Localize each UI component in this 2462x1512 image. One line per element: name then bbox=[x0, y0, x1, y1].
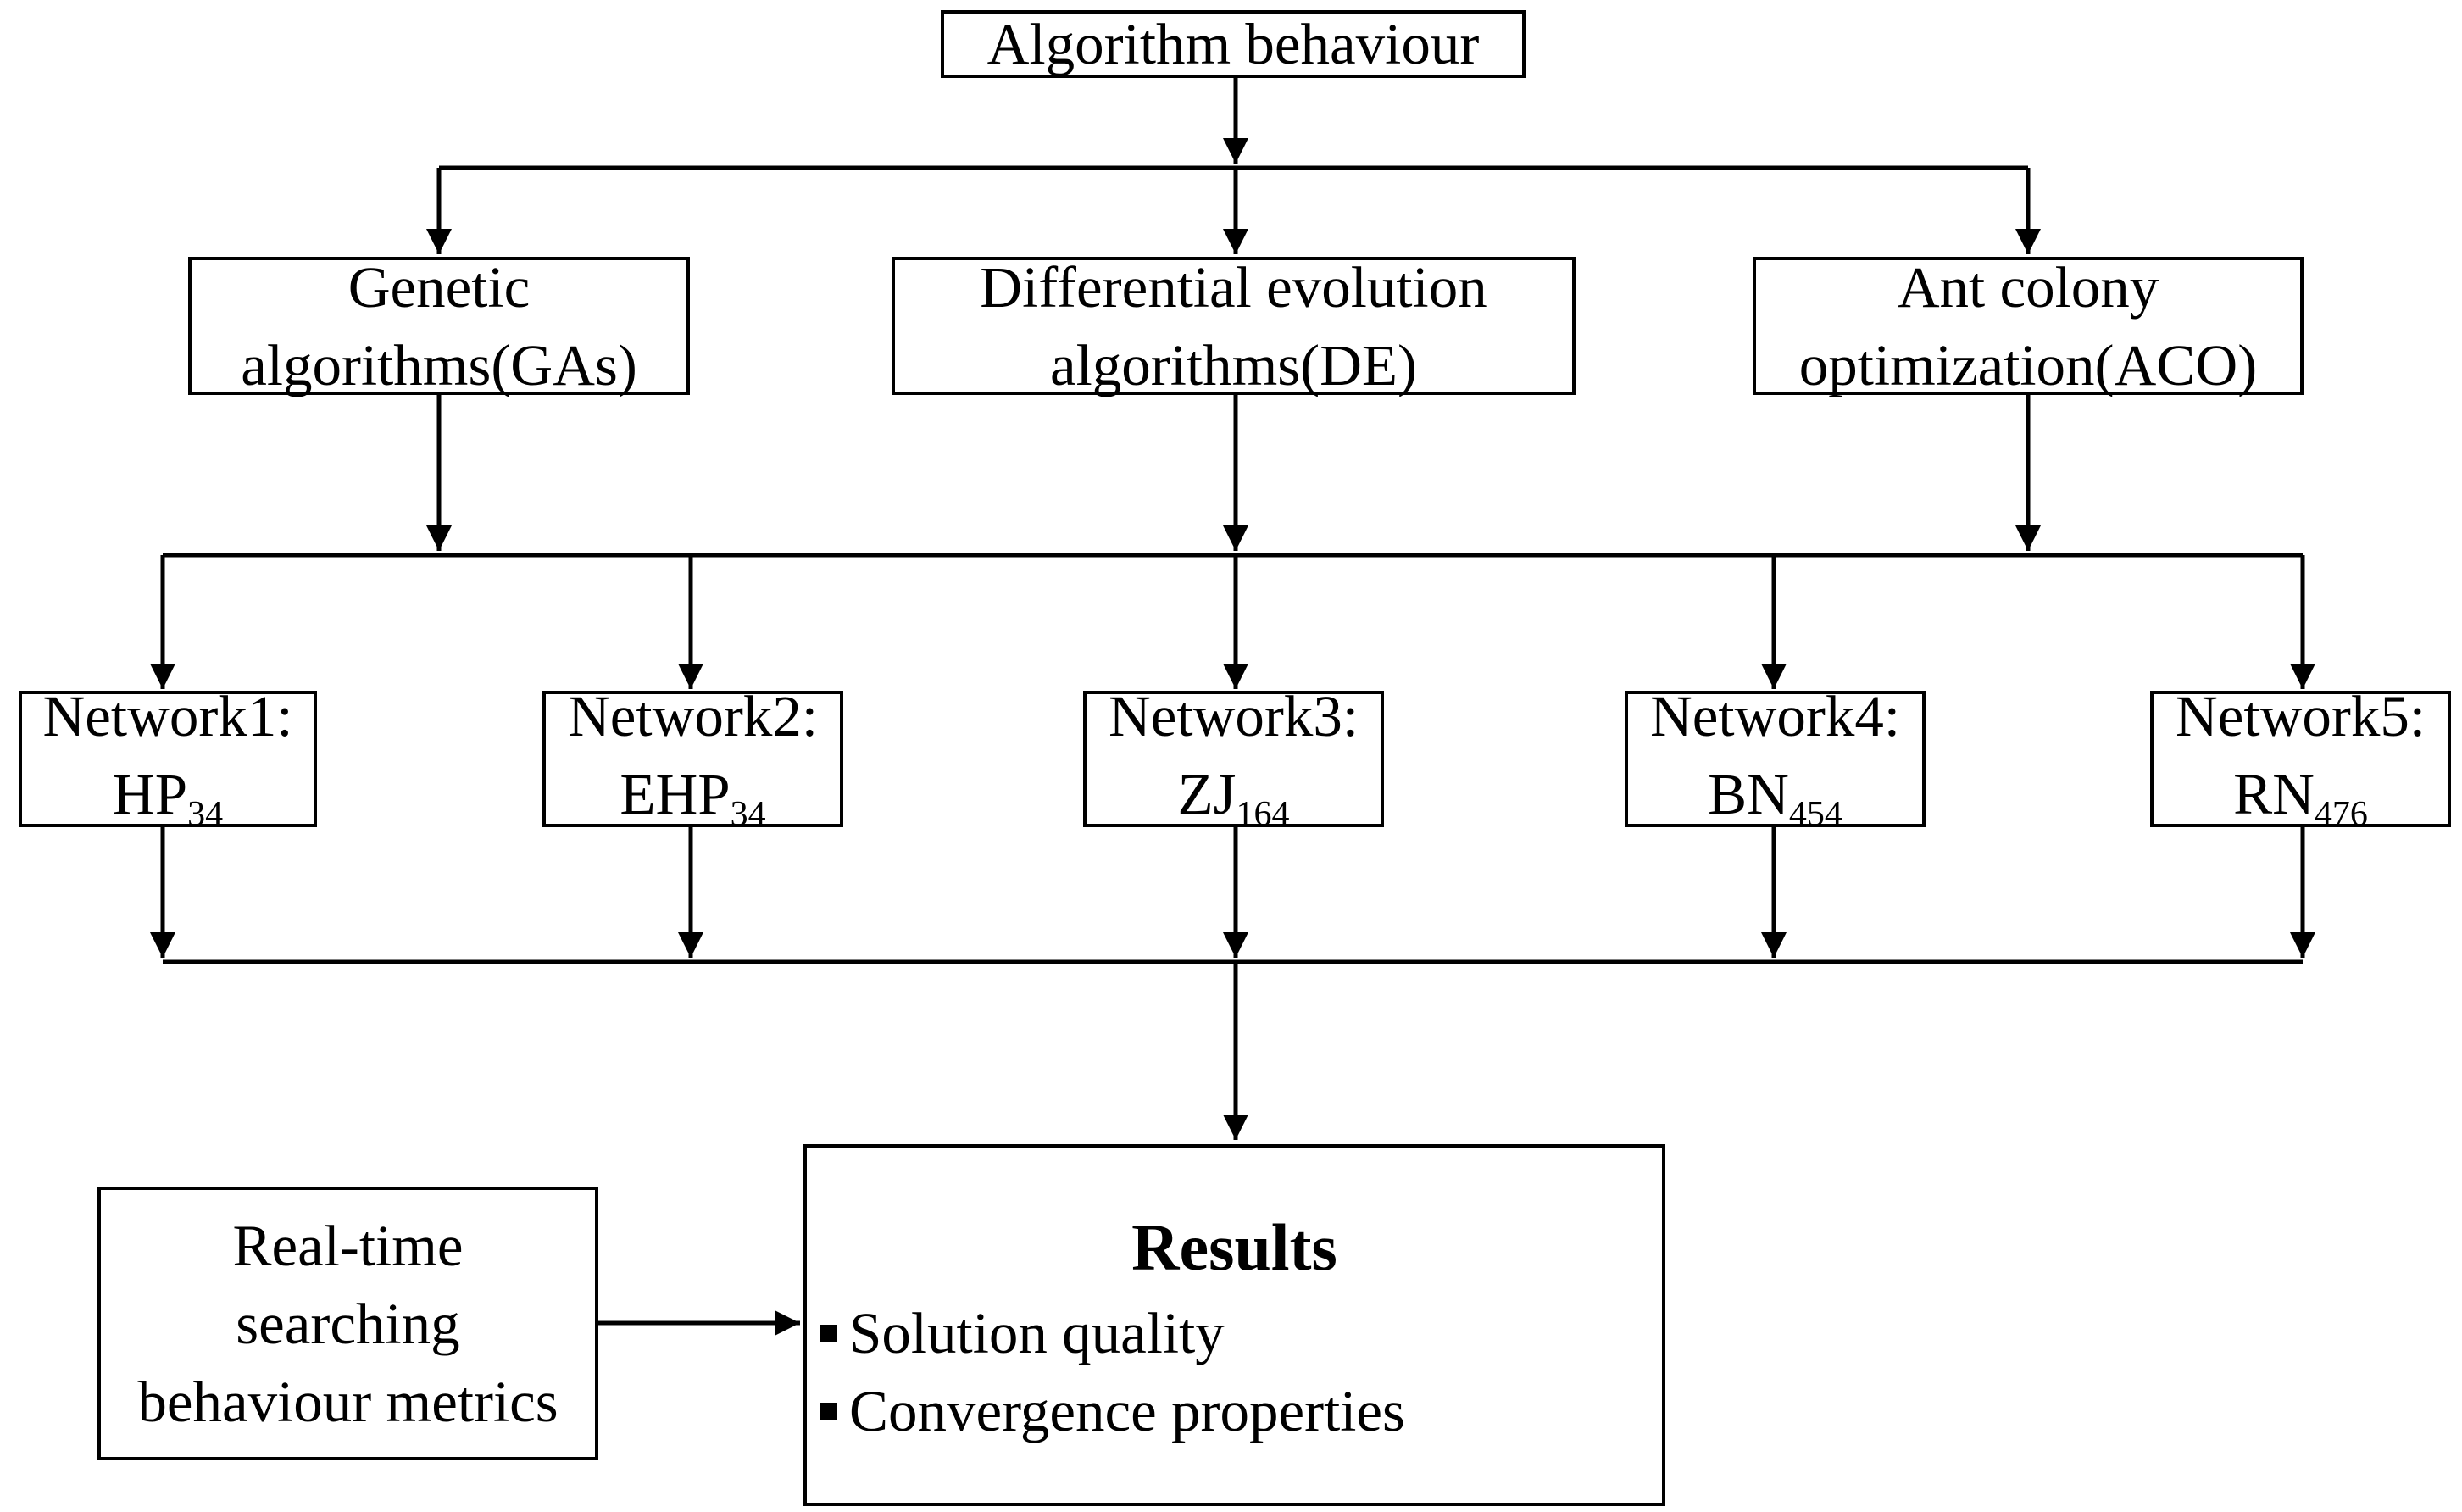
metrics-line2: searching bbox=[236, 1291, 460, 1356]
network3-box: Network3: ZJ164 bbox=[1083, 684, 1384, 834]
network2-box: Network2: EHP34 bbox=[542, 684, 843, 834]
network1-box: Network1: HP34 bbox=[19, 684, 317, 834]
network1-title: Network1: bbox=[42, 683, 293, 748]
network1-sub: 34 bbox=[187, 794, 224, 834]
network4-box: Network4: BN454 bbox=[1625, 684, 1926, 834]
bullet-square-icon bbox=[820, 1324, 837, 1342]
differential-evolution-box: Differential evolution algorithms(DE) bbox=[892, 255, 1576, 397]
network3-title: Network3: bbox=[1108, 683, 1359, 748]
results-item: Solution quality bbox=[820, 1294, 1405, 1372]
differential-line1: Differential evolution bbox=[980, 254, 1487, 320]
results-item: Convergence properties bbox=[820, 1372, 1405, 1450]
network2-name: EHP bbox=[620, 761, 731, 826]
results-item-label: Convergence properties bbox=[849, 1378, 1405, 1443]
metrics-box: Real-time searching behaviour metrics bbox=[97, 1187, 598, 1460]
metrics-line1: Real-time bbox=[232, 1213, 464, 1278]
genetic-algorithms-box: Genetic algorithms(GAs) bbox=[188, 255, 690, 397]
network4-title: Network4: bbox=[1649, 683, 1901, 748]
metrics-line3: behaviour metrics bbox=[137, 1369, 559, 1434]
algorithm-behaviour-box: Algorithm behaviour bbox=[941, 10, 1526, 78]
network3-name-line: ZJ164 bbox=[1178, 755, 1290, 842]
ant-colony-box: Ant colony optimization(ACO) bbox=[1753, 255, 2304, 397]
ant-colony-line2: optimization(ACO) bbox=[1798, 332, 2258, 397]
results-item-label: Solution quality bbox=[849, 1300, 1225, 1365]
results-box: Results Solution quality Convergence pro… bbox=[803, 1144, 1665, 1506]
network2-sub: 34 bbox=[730, 794, 766, 834]
network4-name-line: BN454 bbox=[1708, 755, 1842, 842]
network5-name: RN bbox=[2233, 761, 2315, 826]
network5-name-line: RN476 bbox=[2233, 755, 2368, 842]
network1-name: HP bbox=[112, 761, 188, 826]
results-list: Solution quality Convergence properties bbox=[820, 1294, 1405, 1450]
network3-name: ZJ bbox=[1177, 761, 1237, 826]
genetic-line2: algorithms(GAs) bbox=[241, 332, 637, 397]
network2-title: Network2: bbox=[567, 683, 819, 748]
ant-colony-line1: Ant colony bbox=[1897, 254, 2159, 320]
genetic-line1: Genetic bbox=[347, 254, 531, 320]
network3-sub: 164 bbox=[1236, 794, 1290, 834]
network5-sub: 476 bbox=[2314, 794, 2368, 834]
differential-line2: algorithms(DE) bbox=[1049, 332, 1418, 397]
network4-sub: 454 bbox=[1788, 794, 1842, 834]
bullet-square-icon bbox=[820, 1402, 837, 1420]
algorithm-behaviour-label: Algorithm behaviour bbox=[986, 12, 1480, 76]
network1-name-line: HP34 bbox=[113, 755, 223, 842]
network5-box: Network5: RN476 bbox=[2150, 684, 2451, 834]
results-title: Results bbox=[1131, 1209, 1337, 1284]
network4-name: BN bbox=[1708, 761, 1789, 826]
network2-name-line: EHP34 bbox=[620, 755, 765, 842]
network5-title: Network5: bbox=[2175, 683, 2426, 748]
